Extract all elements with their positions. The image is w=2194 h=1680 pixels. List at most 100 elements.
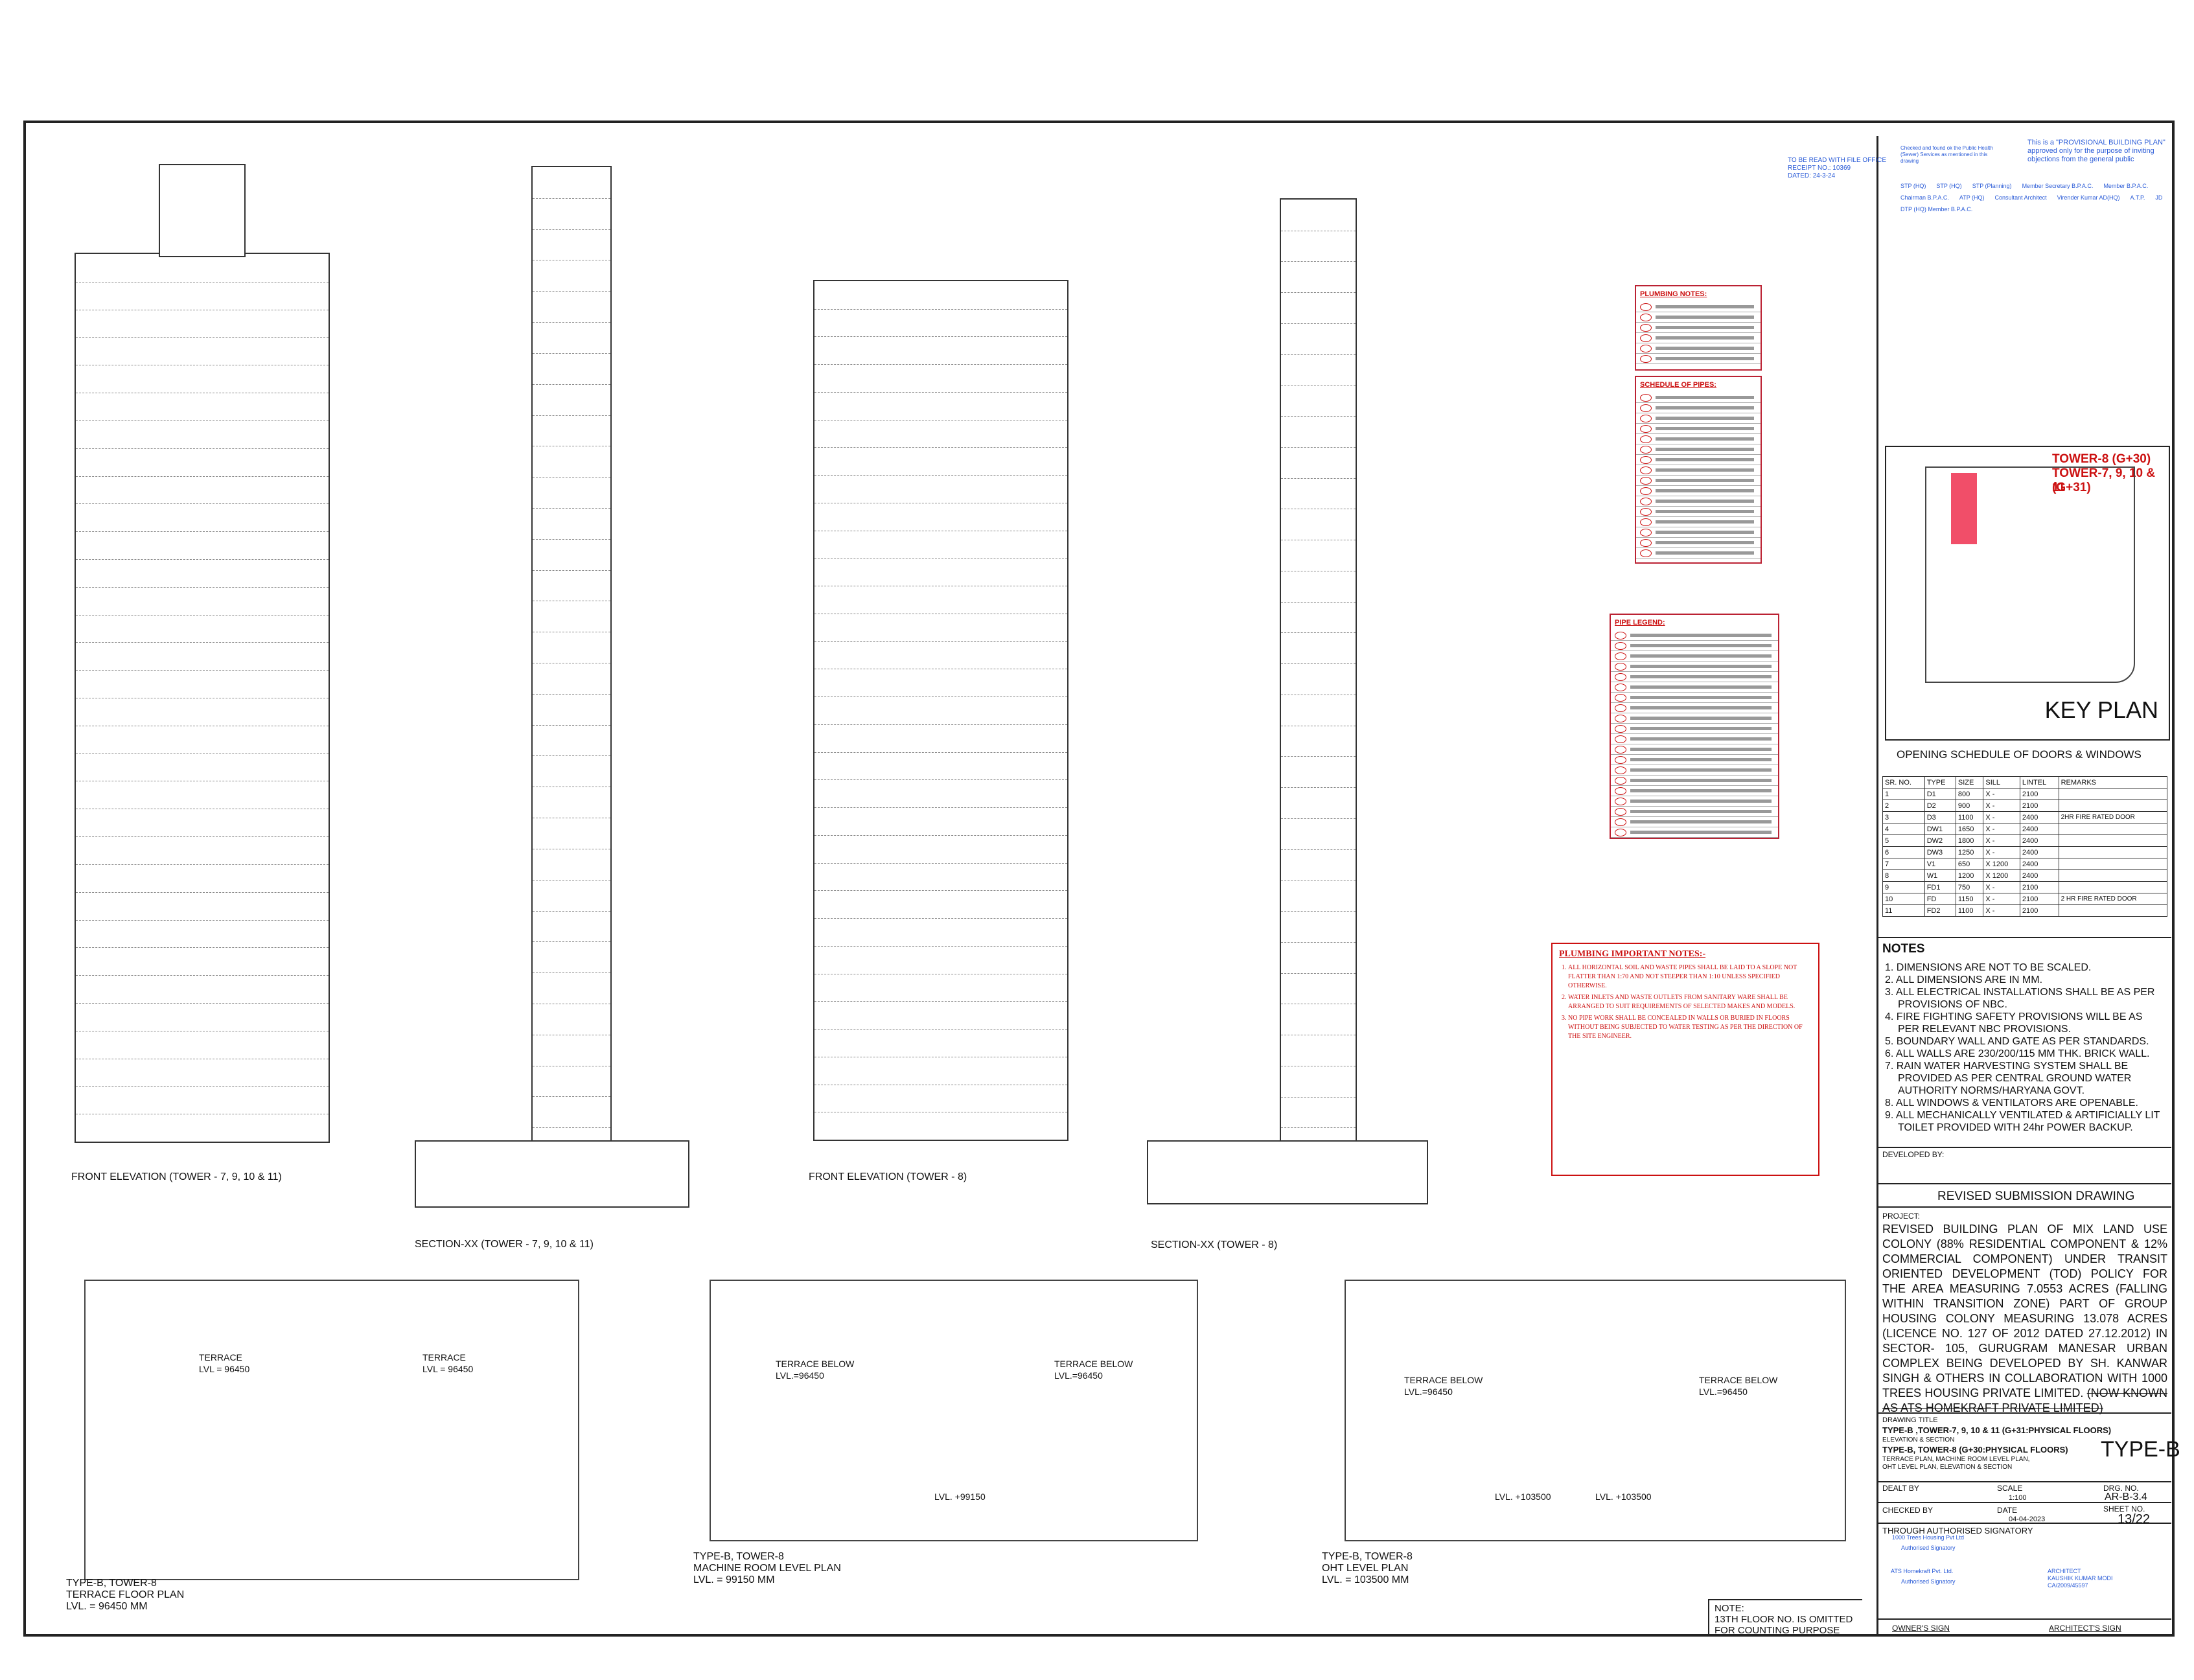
floor-line	[814, 336, 1067, 338]
architects-sign-label: ARCHITECT'S SIGN	[2049, 1624, 2121, 1633]
owner-stamp-3: ATS Homekraft Pvt. Ltd.	[1891, 1568, 1954, 1574]
oht-terrace-below-1: TERRACE BELOW	[1404, 1375, 1483, 1385]
floor-line	[814, 447, 1067, 448]
floor-line	[76, 642, 329, 643]
floor-line	[533, 1034, 610, 1036]
schedule-cell	[2058, 834, 2168, 847]
legend-symbol	[1615, 828, 1626, 836]
project-struck: (NOW KNOWN AS ATS HOMEKRAFT PRIVATE LIMI…	[1882, 1387, 2167, 1414]
floor-line	[76, 809, 329, 810]
legend-row	[1611, 765, 1778, 776]
floor-line	[533, 787, 610, 788]
legend-row	[1611, 807, 1778, 817]
floor-line	[814, 752, 1067, 754]
floor-line	[814, 862, 1067, 864]
schedule-cell: 10	[1882, 893, 1925, 905]
legend-text-placeholder	[1630, 644, 1772, 647]
schedule-cell: X -	[1983, 800, 2020, 812]
legend-row	[1636, 413, 1761, 424]
architect-line-1: ARCHITECT	[2048, 1568, 2081, 1574]
project-label: PROJECT:	[1882, 1212, 1921, 1221]
legend-row	[1636, 455, 1761, 465]
drawing-title-line-3: TYPE-B, TOWER-8 (G+30:PHYSICAL FLOORS)	[1882, 1445, 2068, 1455]
schedule-cell	[2058, 788, 2168, 800]
floor-line	[533, 1003, 610, 1005]
legend-row	[1611, 827, 1778, 838]
pipe-legend-title: PIPE LEGEND:	[1615, 619, 1665, 627]
developed-by: DEVELOPED BY:	[1882, 1150, 1945, 1159]
section-2-base	[1147, 1140, 1428, 1204]
signatory: A.T.P.	[2130, 194, 2145, 201]
drg-no-label: DRG. NO.	[2103, 1484, 2139, 1493]
legend-symbol	[1640, 476, 1652, 485]
key-plan-tower-label-1: TOWER-8 (G+30)	[2052, 452, 2151, 466]
legend-text-placeholder	[1630, 789, 1772, 792]
schedule-cell: 2100	[2019, 893, 2059, 905]
floor-line	[533, 570, 610, 571]
legend-text-placeholder	[1656, 551, 1754, 555]
schedule-cell	[2058, 846, 2168, 858]
legend-symbol	[1615, 714, 1626, 722]
key-plan-highlight	[1951, 473, 1977, 544]
legend-symbol	[1640, 528, 1652, 536]
floor-line	[814, 558, 1067, 559]
terrace-plan-caption-3: LVL. = 96450 MM	[66, 1601, 148, 1612]
floor-line	[533, 601, 610, 602]
schedule-cell: X -	[1983, 823, 2020, 835]
plumbing-note-item: NO PIPE WORK SHALL BE CONCEALED IN WALLS…	[1568, 1014, 1812, 1041]
floor-line	[76, 309, 329, 311]
floor-line	[814, 1084, 1067, 1086]
legend-row	[1611, 703, 1778, 713]
legend-symbol	[1640, 455, 1652, 464]
schedule-cell: 4	[1882, 823, 1925, 835]
floor-line	[814, 502, 1067, 504]
bottom-note-line-3: FOR COUNTING PURPOSE	[1715, 1625, 1840, 1636]
note-item: 7. RAIN WATER HARVESTING SYSTEM SHALL BE…	[1885, 1061, 2132, 1096]
schedule-cell: X -	[1983, 904, 2020, 917]
sheet-border	[23, 121, 2175, 1637]
legend-symbol	[1615, 776, 1626, 785]
legend-row	[1636, 403, 1761, 413]
legend-symbol	[1640, 435, 1652, 443]
note-item: 8. ALL WINDOWS & VENTILATORS ARE OPENABL…	[1885, 1098, 2138, 1109]
note-item: 1. DIMENSIONS ARE NOT TO BE SCALED.	[1885, 962, 2092, 973]
legend-text-placeholder	[1656, 417, 1754, 420]
floor-line	[76, 836, 329, 838]
legend-symbol	[1615, 673, 1626, 681]
signatory: DTP (HQ) Member B.P.A.C.	[1900, 206, 1973, 213]
legend-row	[1636, 444, 1761, 455]
floor-line	[1281, 694, 1356, 696]
drg-no-value: AR-B-3.4	[2105, 1491, 2147, 1502]
legend-symbol	[1640, 414, 1652, 422]
legend-row	[1611, 796, 1778, 807]
floor-line	[533, 384, 610, 385]
floor-line	[533, 724, 610, 726]
schedule-header-3: SILL	[1983, 776, 2020, 788]
oht-terrace-below-lvl-2: LVL.=96450	[1699, 1387, 1748, 1397]
legend-symbol	[1615, 724, 1626, 733]
legend-row	[1611, 724, 1778, 734]
legend-symbol	[1615, 735, 1626, 743]
floor-line	[814, 973, 1067, 975]
legend-text-placeholder	[1656, 326, 1754, 329]
schedule-cell: 1100	[1955, 811, 1984, 823]
legend-row	[1611, 786, 1778, 796]
floor-line	[1281, 292, 1356, 293]
legend-symbol	[1615, 662, 1626, 671]
legend-row	[1611, 734, 1778, 744]
sheet-no-value: 13/22	[2118, 1512, 2151, 1526]
floor-line	[533, 538, 610, 540]
floor-line	[1281, 416, 1356, 417]
legend-row	[1611, 776, 1778, 786]
signatures-block: STP (HQ)STP (HQ)STP (Planning)Member Sec…	[1900, 181, 2166, 214]
schedule-cell: 8	[1882, 869, 1925, 882]
legend-symbol	[1640, 466, 1652, 474]
schedule-cell: 6	[1882, 846, 1925, 858]
signatory: Consultant Architect	[1994, 194, 2047, 201]
legend-symbol	[1640, 497, 1652, 505]
legend-text-placeholder	[1656, 427, 1754, 430]
legend-text-placeholder	[1630, 675, 1772, 678]
floor-line	[814, 724, 1067, 726]
